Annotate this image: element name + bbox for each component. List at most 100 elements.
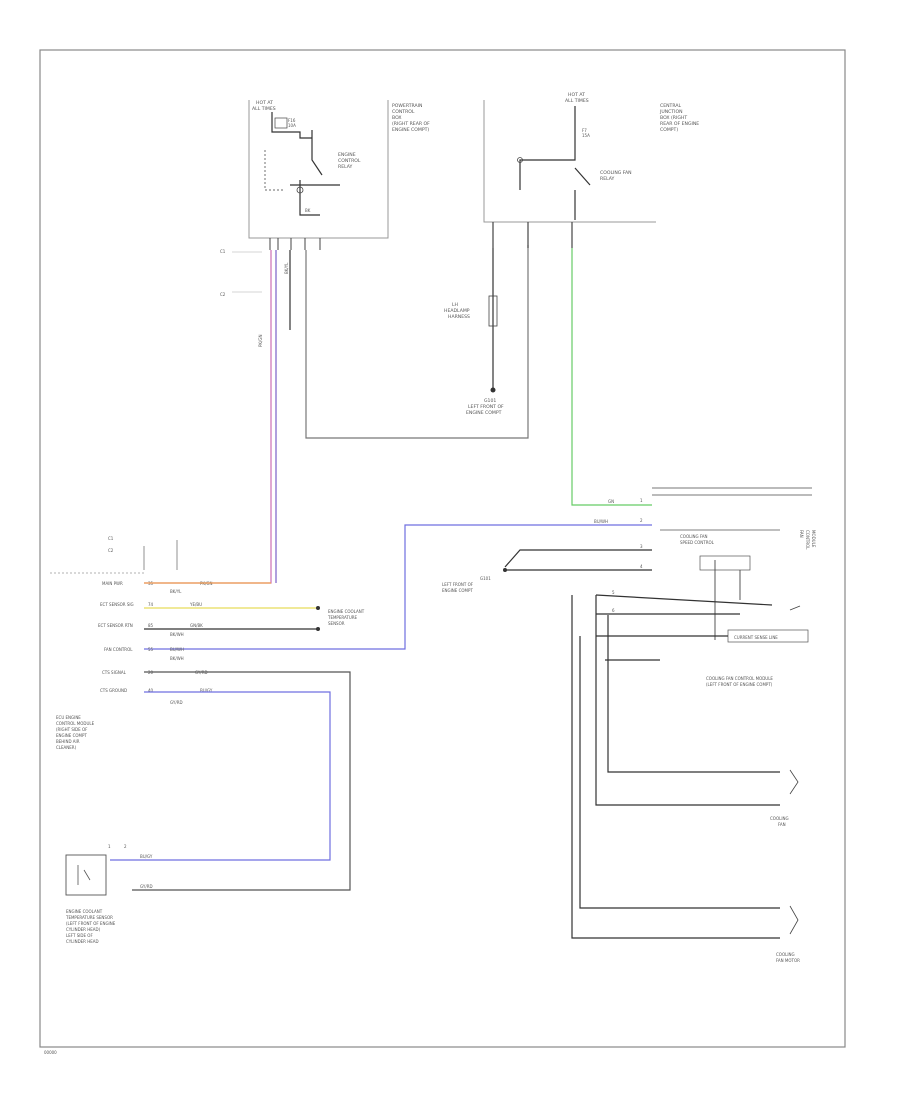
- cts-sensor: 1 2 BU/GY GY/RD ENGINE COOLANT TEMPERATU…: [65, 844, 153, 944]
- ground-right-1: G101: [480, 576, 491, 581]
- fuse-left-block-5: ENGINE COMPT): [392, 127, 429, 133]
- cts-pin-1: 1: [108, 844, 111, 849]
- fan-ground-wires: G101 LEFT FRONT OF ENGINE COMPT: [442, 549, 652, 593]
- fuse-left-block-3: BOX: [392, 115, 402, 121]
- pin-wire-5: BU/WH: [170, 647, 184, 652]
- power-left-label-1: HOT AT: [256, 100, 273, 106]
- left-connector-pins: [269, 238, 321, 250]
- fuse-left-block-1: POWERTRAIN: [392, 103, 422, 109]
- cooling-fan-motor-top: COOLING FAN: [770, 769, 799, 827]
- ground-center-2: LEFT FRONT OF: [468, 404, 504, 410]
- green-wire: [571, 248, 652, 506]
- ect-sensor-2: TEMPERATURE: [327, 615, 358, 620]
- ground-right-2: LEFT FRONT OF: [442, 582, 474, 587]
- module-label-4: ENGINE COMPT: [56, 733, 87, 738]
- relay-fuse-left-1: F16: [288, 118, 296, 123]
- c-left-1: C1: [220, 249, 226, 254]
- relay-right-1: COOLING FAN: [600, 170, 632, 176]
- cts-label-1: ENGINE COOLANT: [66, 909, 103, 914]
- pin-wire-8: BU/GY: [200, 688, 213, 693]
- power-right-label-2: ALL TIMES: [565, 98, 589, 104]
- cooling-fan-motor-bottom: COOLING FAN MOTOR: [776, 905, 800, 963]
- cooling-fan-ctrl-label: COOLING FAN CONTROL MODULE (LEFT FRONT O…: [605, 659, 773, 687]
- motor-top-2: FAN: [778, 822, 786, 827]
- ect-sensor-3: SENSOR: [328, 621, 345, 626]
- module-label-1: ECU ENGINE: [56, 715, 81, 720]
- footer-code: 00000: [44, 1050, 57, 1055]
- black-return-wire: [132, 671, 351, 891]
- fan-motor-wires: 1 2 3 4 5 6: [571, 498, 780, 939]
- c-left-2: C2: [220, 292, 226, 297]
- pin-name-3: ECT SENSOR RTN: [98, 623, 133, 628]
- relay-left-1: ENGINE: [338, 152, 356, 158]
- pin-4: 4: [640, 564, 643, 569]
- fan-control-module: COOLING FAN SPEED CONTROL FAN CONTROL MO…: [652, 487, 816, 643]
- fuse-left-block-4: (RIGHT REAR OF: [392, 121, 430, 127]
- cts-pin-2: 2: [124, 844, 127, 849]
- pink-wire-label: PK/GN: [258, 335, 263, 347]
- module-header-c2: C2: [108, 548, 114, 553]
- ground-center-label-1: LH: [452, 302, 458, 308]
- cts-blue-wire: [110, 691, 331, 861]
- cts-wire-1: BU/GY: [140, 854, 153, 859]
- relay-left-3: RELAY: [338, 164, 353, 170]
- fuse-right-block-2: JUNCTION: [659, 109, 683, 115]
- ground-center: LH HEADLAMP HARNESS G101 LEFT FRONT OF E…: [444, 248, 504, 416]
- pin-num-2: 74: [148, 602, 154, 607]
- cts-label-6: CYLINDER HEAD: [66, 939, 99, 944]
- pin-wire-2: YE/BU: [189, 602, 202, 607]
- motor-top-1: COOLING: [770, 816, 789, 821]
- pin-wire-3: GN/BK: [190, 623, 203, 628]
- fuse-right-block-5: COMPT): [660, 127, 678, 133]
- pin-2: 2: [640, 518, 643, 523]
- pin-name-5: FAN CONTROL: [104, 647, 133, 652]
- relay-sub-label: BK: [305, 208, 311, 213]
- green-wire-label: GN: [608, 499, 614, 504]
- powertrain-control-box: HOT AT ALL TIMES POWERTRAIN CONTROL BOX …: [220, 100, 430, 297]
- module-label-5: BEHIND AIR: [56, 739, 80, 744]
- module-header-c1: C1: [108, 536, 114, 541]
- ground-center-label-3: HARNESS: [448, 314, 470, 320]
- ecu-pin-block: C1 C2 MAIN PWR 35 PK/GN BK/YL ECT SENSOR…: [50, 536, 365, 891]
- loop-wire: [305, 245, 529, 439]
- module-label-2: CONTROL MODULE: [56, 721, 95, 726]
- pin-num-8: 40: [148, 688, 154, 693]
- pin-num-3: 85: [148, 623, 154, 628]
- module-label-3: (RIGHT SIDE OF: [56, 727, 88, 732]
- fan-speed-1: COOLING FAN: [680, 534, 708, 539]
- motor-bottom-2: FAN MOTOR: [776, 958, 800, 963]
- blue-wire: [144, 524, 652, 650]
- pin-name-0: MAIN PWR: [102, 581, 123, 586]
- pin-num-5: 55: [148, 647, 154, 652]
- ground-center-label-2: HEADLAMP: [444, 308, 470, 314]
- pin-name-2: ECT SENSOR SIG: [100, 602, 134, 607]
- current-sense-label: CURRENT SENSE LINE: [734, 635, 778, 640]
- fuse-right-block-4: REAR OF ENGINE: [660, 121, 699, 127]
- module-label-6: CLEANER): [56, 745, 77, 750]
- blue-wire-label: BU/WH: [594, 519, 608, 524]
- ground-center-1: G101: [484, 398, 496, 404]
- fuse-right-block-1: CENTRAL: [660, 103, 682, 109]
- pin-6: 6: [612, 608, 615, 613]
- pin-wire-9: GY/RD: [170, 700, 183, 705]
- relay-right-2: RELAY: [600, 176, 615, 182]
- central-junction-box: HOT AT ALL TIMES CENTRAL JUNCTION BOX (R…: [483, 92, 699, 248]
- power-left-label-2: ALL TIMES: [252, 106, 276, 112]
- pin-name-7: CTS SIGNAL: [102, 670, 127, 675]
- diagram-frame: [39, 49, 846, 1048]
- pin-1: 1: [640, 498, 643, 503]
- cooling-fan-ctrl-1: COOLING FAN CONTROL MODULE: [706, 676, 773, 681]
- pin-wire-6: BK/WH: [170, 656, 184, 661]
- fuse-left-block-2: CONTROL: [392, 109, 415, 115]
- ecu-module-label: ECU ENGINE CONTROL MODULE (RIGHT SIDE OF…: [56, 715, 95, 750]
- fan-speed-2: SPEED CONTROL: [680, 540, 715, 545]
- pin-wire-4: BK/WH: [170, 632, 184, 637]
- fan-module-3: MODULE: [811, 530, 816, 548]
- motor-bottom-1: COOLING: [776, 952, 795, 957]
- power-right-label-1: HOT AT: [568, 92, 585, 98]
- fan-module-1: FAN: [799, 530, 804, 538]
- cts-label-3: (LEFT FRONT OF ENGINE: [66, 921, 116, 926]
- fuse-right-block-3: BOX (RIGHT: [660, 115, 687, 121]
- relay-right-fuse-2: 15A: [582, 133, 590, 138]
